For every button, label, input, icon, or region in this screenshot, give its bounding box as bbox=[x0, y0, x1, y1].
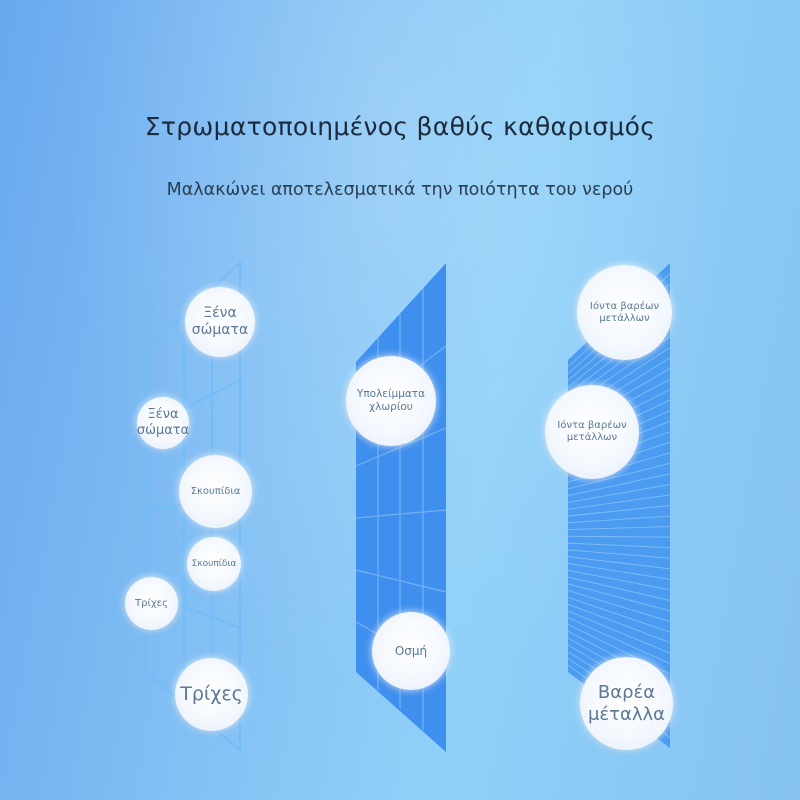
filter-fine-line bbox=[567, 563, 671, 580]
filter-fine-line bbox=[567, 617, 671, 665]
contaminant-bubble-hair: Τρίχες bbox=[175, 658, 248, 731]
filter-fine-line bbox=[567, 473, 671, 497]
filter-fine-line bbox=[567, 483, 671, 503]
filter-fine-line bbox=[567, 535, 671, 538]
filter-fine-line bbox=[567, 542, 671, 549]
filter-fine-line bbox=[567, 494, 671, 510]
page-title: Στρωματοποιημένος βαθύς καθαρισμός bbox=[144, 112, 656, 141]
filter-fine-line bbox=[567, 603, 671, 643]
page-subtitle: Μαλακώνει αποτελεσματικά την ποιότητα το… bbox=[166, 180, 634, 200]
contaminant-bubble-chlorine-residue: Υπολείμματα χλωρίου bbox=[346, 356, 436, 446]
contaminant-bubble-heavy-metals: Βαρέα μέταλλα bbox=[580, 657, 673, 750]
filter-fine-line bbox=[567, 610, 671, 654]
filter-fine-line bbox=[567, 576, 671, 601]
filter-fine-line bbox=[567, 596, 671, 633]
filter-fine-line bbox=[567, 515, 671, 524]
filter-fine-line bbox=[567, 583, 671, 612]
contaminant-bubble-odor: Οσμή bbox=[372, 612, 450, 690]
filter-fine-line bbox=[567, 505, 671, 517]
contaminant-bubble-heavy-metal-ions: Ιόντα βαρέων μετάλλων bbox=[545, 385, 639, 479]
contaminant-bubble-debris: Σκουπίδια bbox=[179, 455, 252, 528]
filter-fine-line bbox=[567, 590, 671, 622]
contaminant-bubble-hair: Τρίχες bbox=[125, 577, 178, 630]
filter-fine-line bbox=[567, 462, 671, 490]
contaminant-bubble-foreign-matter: Ξένα σώματα bbox=[137, 397, 189, 449]
filter-fine-line bbox=[567, 556, 671, 570]
filter-fine-line bbox=[567, 549, 671, 559]
filter-fine-line bbox=[567, 569, 671, 591]
contaminant-bubble-foreign-matter: Ξένα σώματα bbox=[185, 287, 255, 357]
contaminant-bubble-debris: Σκουπίδια bbox=[187, 537, 241, 591]
filter-fine-line bbox=[567, 526, 671, 531]
contaminant-bubble-heavy-metal-ions: Ιόντα βαρέων μετάλλων bbox=[577, 265, 672, 360]
